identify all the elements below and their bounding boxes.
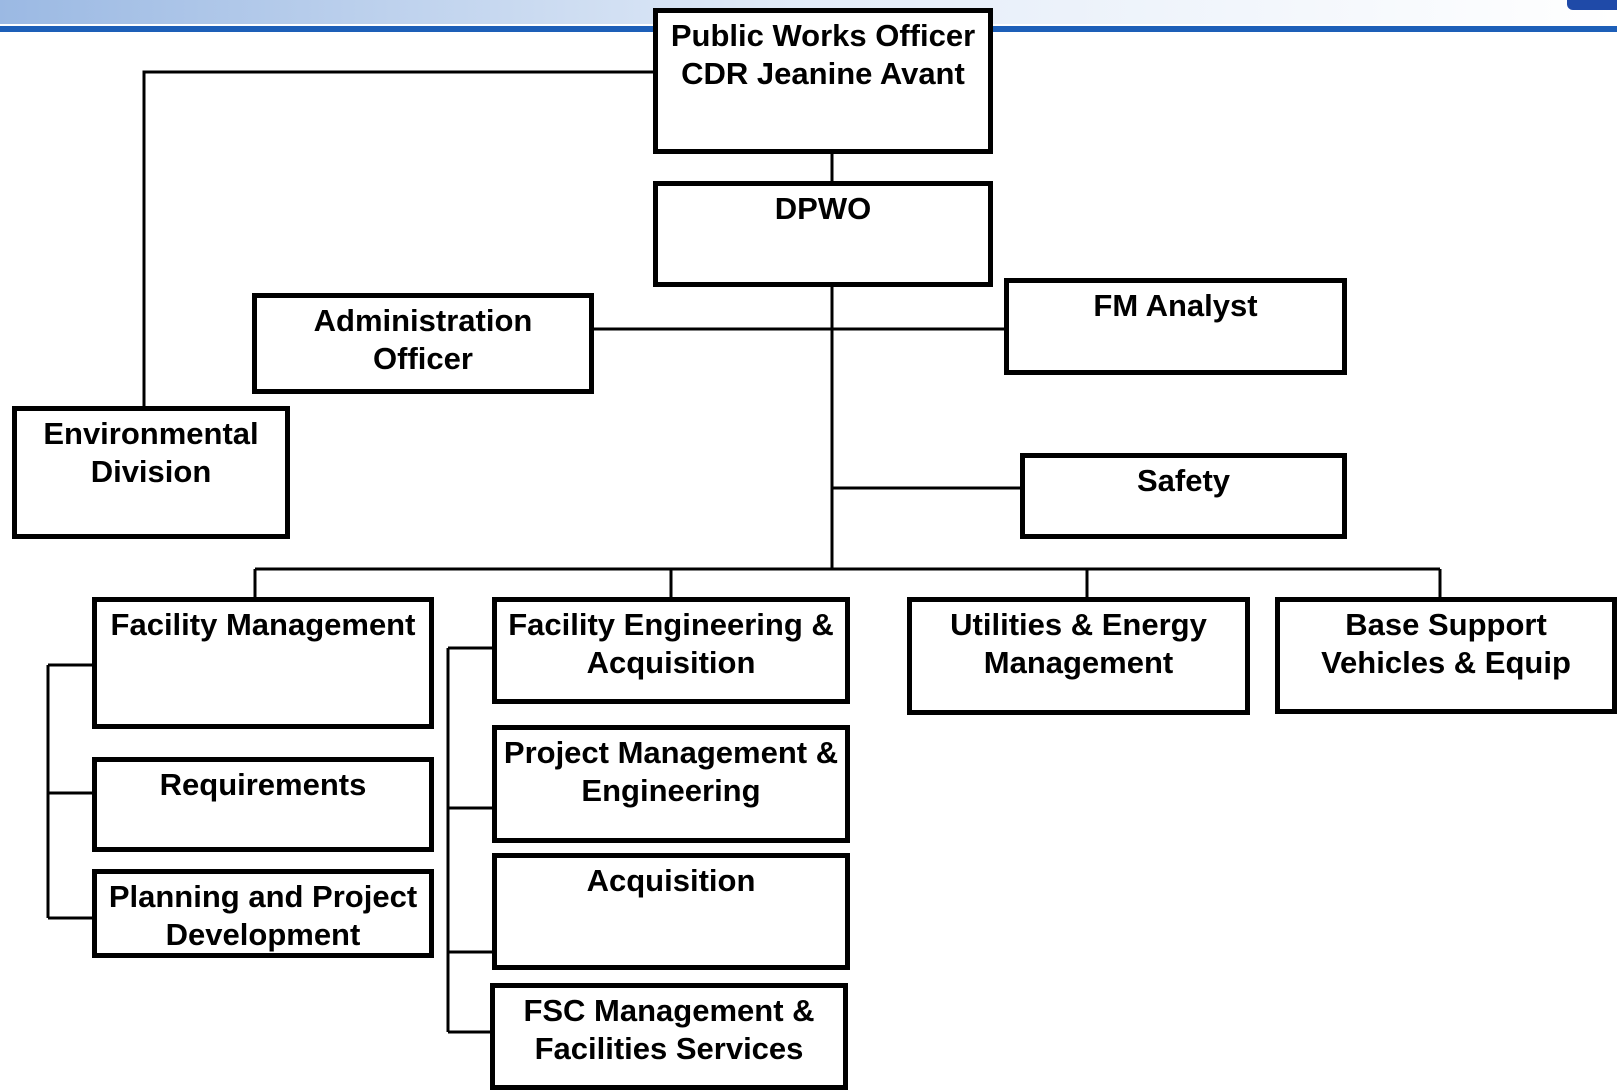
box-safety: Safety (1020, 453, 1347, 539)
facility-engineering-acquisition-label: Facility Engineering & Acquisition (508, 607, 834, 680)
safety-label: Safety (1136, 463, 1231, 498)
box-base-support-vehicles-equip: Base Support Vehicles & Equip (1275, 597, 1617, 714)
box-acquisition: Acquisition (492, 853, 850, 970)
line-pwo-environmental (142, 70, 655, 408)
requirements-label: Requirements (159, 767, 367, 802)
box-fsc-management-facilities-services: FSC Management & Facilities Services (490, 983, 848, 1090)
box-administration-officer: Administration Officer (252, 293, 594, 394)
box-requirements: Requirements (92, 757, 434, 852)
acquisition-label: Acquisition (586, 863, 756, 898)
box-environmental-division: Environmental Division (12, 406, 290, 539)
fm-analyst-label: FM Analyst (1093, 288, 1258, 323)
box-utilities-energy-management: Utilities & Energy Management (907, 597, 1250, 715)
box-public-works-officer: Public Works Officer CDR Jeanine Avant (653, 8, 993, 154)
public-works-officer-label: Public Works Officer CDR Jeanine Avant (670, 18, 976, 91)
box-dpwo: DPWO (653, 181, 993, 287)
project-management-engineering-label: Project Management & Engineering (503, 735, 839, 808)
logo-mark (1567, 0, 1617, 10)
box-project-management-engineering: Project Management & Engineering (492, 725, 850, 843)
box-fm-analyst: FM Analyst (1004, 278, 1347, 375)
box-planning-project-development: Planning and Project Development (92, 869, 434, 958)
box-facility-management: Facility Management (92, 597, 434, 729)
environmental-division-label: Environmental Division (43, 416, 259, 489)
administration-officer-label: Administration Officer (313, 303, 533, 376)
utilities-energy-management-label: Utilities & Energy Management (950, 607, 1207, 680)
planning-project-development-label: Planning and Project Development (108, 879, 418, 952)
fsc-management-facilities-services-label: FSC Management & Facilities Services (523, 993, 815, 1066)
facility-management-label: Facility Management (110, 607, 416, 642)
box-facility-engineering-acquisition: Facility Engineering & Acquisition (492, 597, 850, 704)
base-support-vehicles-equip-label: Base Support Vehicles & Equip (1321, 607, 1571, 680)
dpwo-label: DPWO (774, 191, 872, 226)
